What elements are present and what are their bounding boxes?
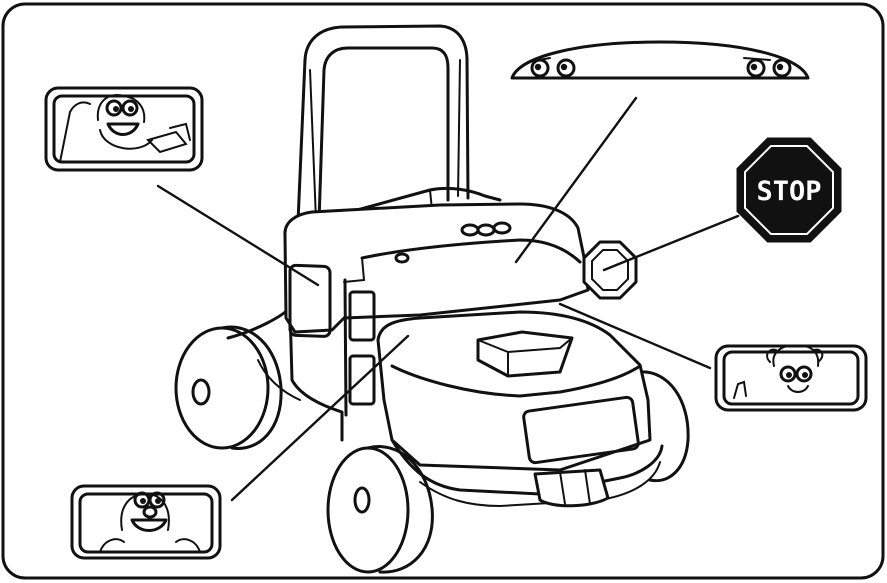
hood-opening bbox=[476, 330, 574, 378]
front-bumper bbox=[390, 438, 664, 508]
door-window-lower bbox=[348, 354, 376, 406]
leader-top-left bbox=[156, 184, 320, 287]
hood bbox=[376, 310, 652, 472]
roof-buttons bbox=[394, 221, 512, 264]
front-grille bbox=[522, 395, 640, 465]
callout-light-bar bbox=[510, 40, 810, 80]
toy-vehicle bbox=[174, 24, 690, 574]
leader-bottom-left bbox=[230, 334, 410, 502]
stop-sign-octagon bbox=[736, 137, 842, 243]
push-handle bbox=[296, 24, 470, 224]
side-window bbox=[288, 263, 332, 338]
front-left-wheel bbox=[326, 445, 434, 574]
side-skirt bbox=[226, 306, 344, 442]
callout-top-left bbox=[44, 86, 204, 172]
callout-stop-sign: STOP bbox=[736, 137, 842, 243]
rear-right-wheel bbox=[638, 370, 690, 483]
leader-light-bar bbox=[514, 96, 638, 264]
callout-bottom-left bbox=[70, 484, 222, 560]
rear-left-wheel bbox=[174, 325, 283, 450]
stop-sign-label: STOP bbox=[756, 176, 821, 207]
door-window-upper bbox=[348, 290, 376, 342]
leader-right bbox=[558, 302, 712, 370]
cab-body bbox=[283, 202, 590, 417]
leader-stop-sign bbox=[602, 214, 740, 272]
callout-right bbox=[714, 344, 868, 412]
vehicle-stop-sign bbox=[582, 240, 638, 300]
